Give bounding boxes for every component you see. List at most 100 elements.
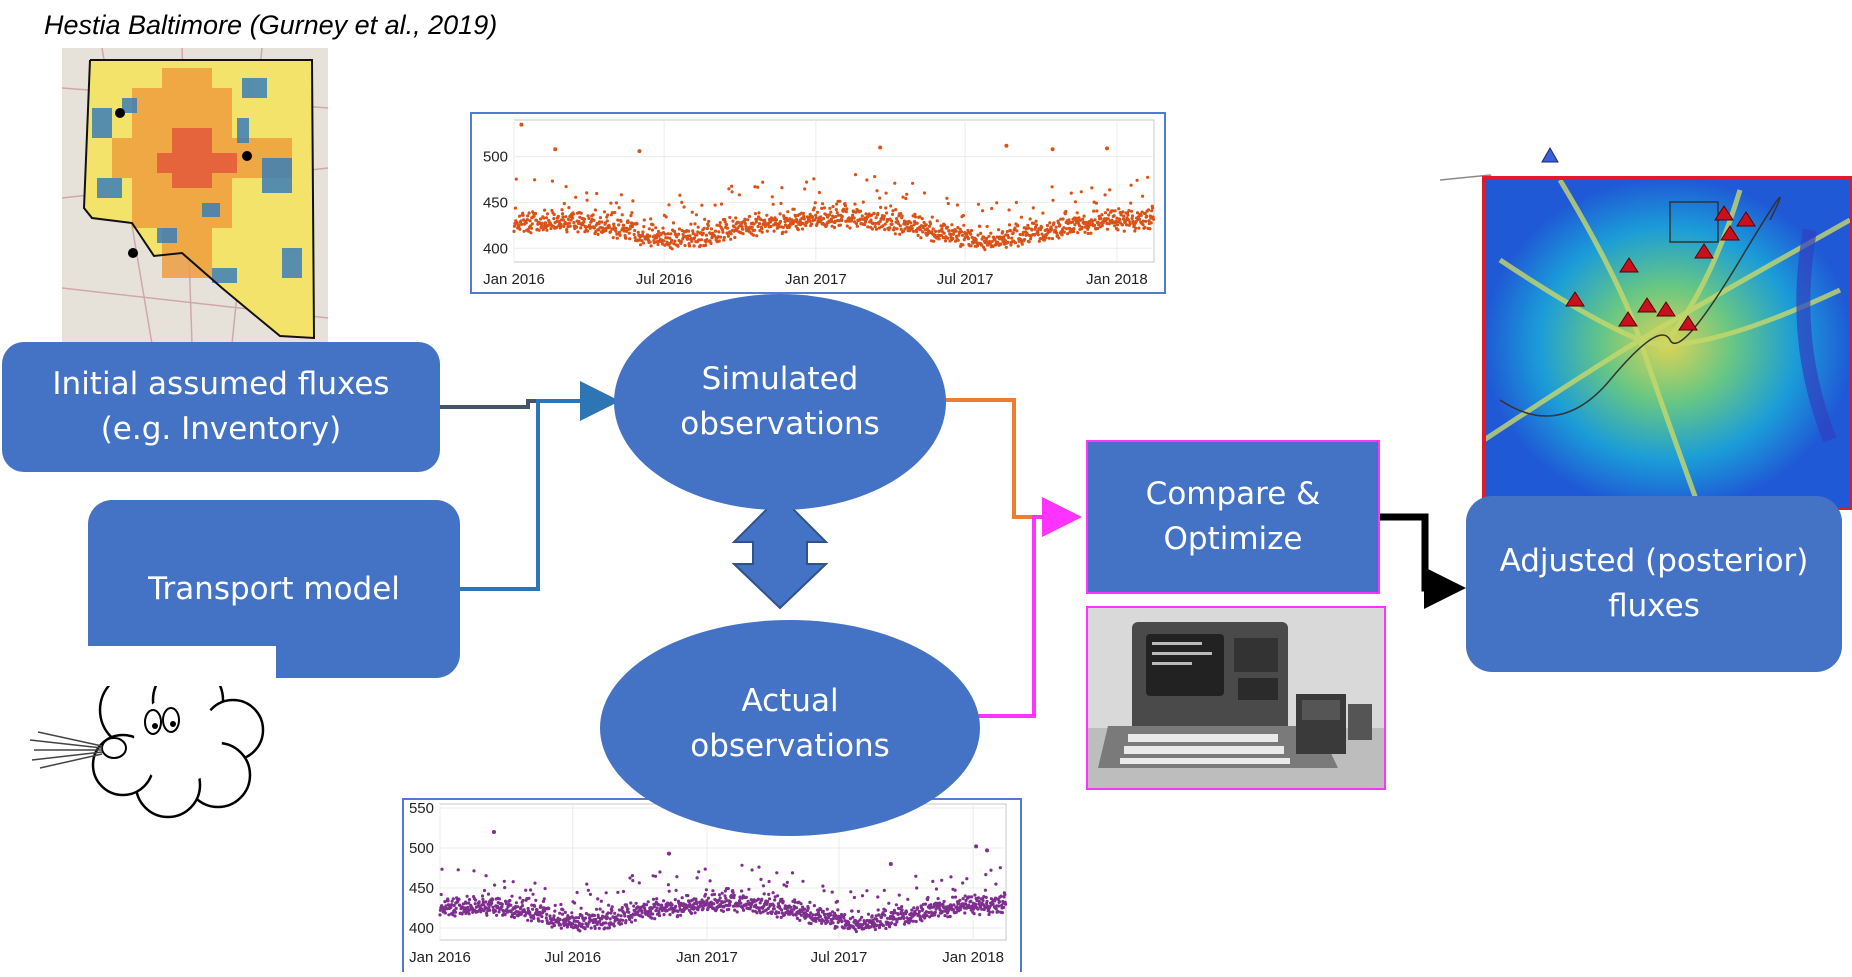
data-point [1044, 236, 1048, 240]
data-point [820, 921, 824, 925]
data-point [688, 234, 692, 238]
data-point [781, 225, 785, 229]
data-point [834, 214, 838, 219]
data-point [969, 232, 973, 236]
data-point [533, 881, 537, 885]
data-point [906, 222, 910, 226]
data-point [510, 894, 514, 898]
data-point [767, 892, 771, 896]
data-point [891, 209, 895, 213]
data-point [749, 905, 753, 909]
data-point [812, 206, 816, 210]
data-point [960, 233, 965, 237]
data-point [976, 233, 980, 237]
data-point [666, 232, 670, 236]
data-point [816, 911, 820, 915]
outlier-point [492, 830, 496, 834]
data-point [443, 911, 447, 915]
data-point [591, 213, 595, 217]
data-point [1073, 223, 1077, 227]
data-point [674, 888, 678, 892]
data-point [1128, 222, 1132, 226]
actual-line2: observations [690, 728, 890, 764]
data-point [741, 232, 745, 236]
data-point [722, 235, 726, 240]
data-point [1075, 211, 1079, 215]
data-point [689, 222, 693, 226]
data-point [633, 918, 637, 922]
data-point [755, 217, 759, 221]
data-point [1118, 218, 1122, 222]
data-point [965, 877, 969, 881]
data-point [636, 905, 641, 909]
data-point [983, 906, 987, 910]
outlier-point [985, 848, 989, 853]
data-point [933, 229, 938, 233]
data-point [870, 914, 874, 918]
data-point [950, 223, 954, 227]
data-point [926, 895, 930, 900]
data-point [481, 900, 485, 904]
data-point [626, 907, 630, 911]
data-point [772, 229, 776, 233]
data-point [725, 226, 730, 230]
data-point [677, 227, 682, 231]
data-point [1127, 208, 1131, 213]
data-point [654, 226, 658, 230]
transport-model-label: Transport model [148, 570, 400, 607]
data-point [668, 913, 672, 917]
data-point [645, 903, 649, 907]
data-point [712, 892, 717, 896]
data-point [760, 227, 764, 231]
initial-fluxes-line2: (e.g. Inventory) [100, 411, 342, 447]
data-point [700, 904, 704, 908]
data-point [603, 221, 607, 225]
data-point [671, 221, 676, 225]
data-point [765, 229, 769, 233]
data-point [957, 233, 961, 237]
data-point [856, 920, 860, 924]
data-point [502, 879, 506, 883]
data-point [813, 201, 817, 205]
data-point [686, 237, 690, 241]
data-point [989, 868, 993, 872]
data-point [767, 879, 771, 884]
actual-line1: Actual [741, 683, 839, 719]
data-point [854, 210, 858, 214]
data-point [552, 212, 556, 217]
data-point [696, 225, 700, 229]
data-point [654, 909, 658, 913]
data-point [554, 225, 559, 229]
data-point [594, 907, 599, 911]
data-point [1048, 221, 1052, 225]
data-point [669, 232, 673, 236]
data-point [779, 201, 783, 205]
data-point [690, 239, 694, 243]
data-point [444, 904, 448, 908]
data-point [733, 908, 737, 912]
data-point [970, 228, 974, 233]
data-point [852, 895, 856, 900]
data-point [801, 879, 805, 883]
data-point [755, 234, 759, 238]
data-point [883, 228, 887, 232]
data-point [897, 893, 901, 897]
data-point [726, 887, 730, 891]
data-point [1031, 206, 1035, 210]
data-point [832, 225, 837, 230]
data-point [604, 921, 608, 925]
data-point [705, 901, 709, 905]
data-point [1008, 229, 1013, 233]
data-point [527, 896, 531, 900]
data-point [544, 216, 549, 220]
data-point [545, 912, 549, 916]
data-point [920, 217, 924, 221]
data-point [534, 898, 538, 902]
data-point [754, 903, 758, 907]
data-point [778, 212, 782, 216]
data-point [484, 900, 488, 904]
data-point [1013, 226, 1017, 230]
data-point [623, 226, 627, 230]
data-point [501, 909, 506, 913]
data-point [574, 916, 578, 920]
